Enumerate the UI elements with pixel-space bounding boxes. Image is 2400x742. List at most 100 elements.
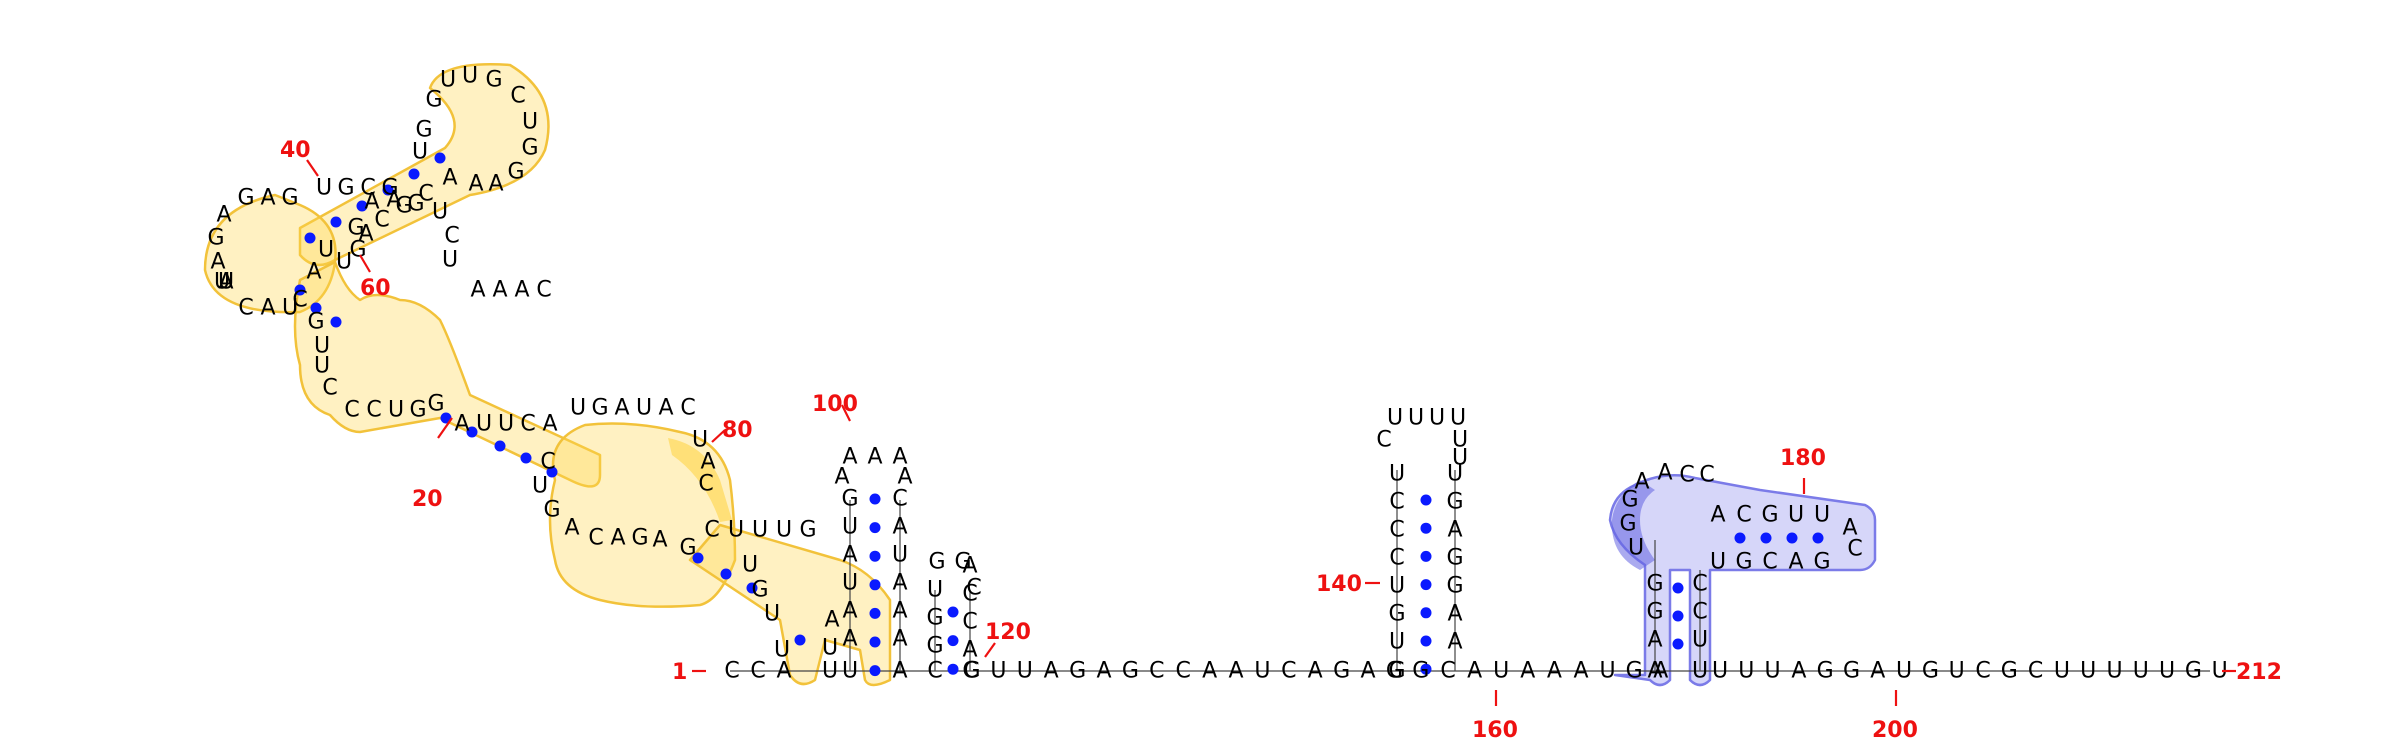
nucleotide: G bbox=[1646, 600, 1663, 625]
nucleotide: U bbox=[1765, 659, 1781, 684]
nucleotide: A bbox=[1520, 659, 1535, 684]
nucleotide: G bbox=[1619, 512, 1636, 537]
nucleotide: A bbox=[386, 188, 401, 213]
nucleotide: A bbox=[892, 571, 907, 596]
base-pair-dot bbox=[494, 440, 506, 452]
nucleotide: C bbox=[344, 398, 359, 423]
nucleotide: U bbox=[1814, 503, 1830, 528]
nucleotide: U bbox=[214, 270, 230, 295]
nucleotide: C bbox=[292, 288, 307, 313]
nucleotide: G bbox=[543, 498, 560, 523]
nucleotide: U bbox=[432, 200, 448, 225]
pos-label-180: 180 bbox=[1780, 446, 1826, 471]
nucleotide: G bbox=[307, 310, 324, 335]
nucleotide: U bbox=[742, 553, 758, 578]
nucleotide: G bbox=[1922, 659, 1939, 684]
nucleotide: A bbox=[652, 528, 667, 553]
base-pair-dot bbox=[1420, 663, 1432, 675]
nucleotide: U bbox=[1389, 574, 1405, 599]
nucleotide: A bbox=[1096, 659, 1111, 684]
nucleotide: G bbox=[591, 396, 608, 421]
nucleotide: A bbox=[468, 172, 483, 197]
base-pair-dot bbox=[869, 522, 881, 534]
nucleotide: G bbox=[926, 634, 943, 659]
base-pair-dot bbox=[1420, 494, 1432, 506]
position-numbers: 1 20 40 60 80 100 120 140 160 180 200 21… bbox=[280, 138, 2282, 742]
nucleotide: G bbox=[337, 176, 354, 201]
nucleotide: A bbox=[1447, 602, 1462, 627]
nucleotide: U bbox=[1254, 659, 1270, 684]
nucleotide: G bbox=[349, 238, 366, 263]
nucleotide: G bbox=[1843, 659, 1860, 684]
base-pair-dot bbox=[330, 216, 342, 228]
base-pair-dot bbox=[520, 452, 532, 464]
nucleotide: U bbox=[1389, 462, 1405, 487]
pos-label-80: 80 bbox=[722, 418, 753, 443]
nucleotide: C bbox=[1176, 659, 1191, 684]
nucleotide: A bbox=[542, 412, 557, 437]
nucleotide: A bbox=[1573, 659, 1588, 684]
nucleotide: G bbox=[841, 487, 858, 512]
nucleotide: C bbox=[962, 659, 977, 684]
nucleotide: U bbox=[1493, 659, 1509, 684]
nucleotide: U bbox=[1692, 659, 1708, 684]
nucleotide: A bbox=[1228, 659, 1243, 684]
nucleotide: U bbox=[314, 334, 330, 359]
nucleotide: A bbox=[610, 526, 625, 551]
nucleotide: U bbox=[692, 428, 708, 453]
nucleotide: G bbox=[2185, 659, 2202, 684]
nucleotide: A bbox=[1657, 461, 1672, 486]
nucleotide: G bbox=[1386, 659, 1403, 684]
base-pair-dot bbox=[1672, 610, 1684, 622]
nucleotide: G bbox=[963, 659, 980, 684]
nucleotide: G bbox=[679, 536, 696, 561]
base-pair-dot bbox=[294, 284, 306, 296]
nucleotide: U bbox=[1600, 659, 1616, 684]
nucleotide: G bbox=[1446, 574, 1463, 599]
nucleotide: U bbox=[2133, 659, 2149, 684]
nucleotide: C bbox=[1149, 659, 1164, 684]
pos-label-200: 200 bbox=[1872, 718, 1918, 742]
nucleotide: C bbox=[680, 396, 695, 421]
nucleotide: U bbox=[1896, 659, 1912, 684]
nucleotide: A bbox=[470, 278, 485, 303]
base-pair-dot bbox=[746, 582, 758, 594]
nucleotide: A bbox=[1044, 659, 1059, 684]
nucleotide: U bbox=[842, 515, 858, 540]
nucleotide: U bbox=[764, 602, 780, 627]
nucleotide: U bbox=[822, 636, 838, 661]
nucleotide: C bbox=[892, 487, 907, 512]
nucleotide: G bbox=[425, 88, 442, 113]
backbone bbox=[730, 470, 2210, 672]
nucleotide: C bbox=[1736, 503, 1751, 528]
nucleotide: U bbox=[1389, 630, 1405, 655]
base-pair-dot bbox=[720, 568, 732, 580]
nucleotide: U bbox=[842, 571, 858, 596]
nucleotide: U bbox=[282, 296, 298, 321]
pos-label-40: 40 bbox=[280, 138, 311, 163]
base-pair-dot bbox=[1420, 635, 1432, 647]
nucleotide: G bbox=[1761, 503, 1778, 528]
nucleotide: C bbox=[444, 224, 459, 249]
base-pair-dot bbox=[1672, 582, 1684, 594]
base-pair-dot bbox=[466, 426, 478, 438]
nucleotide: A bbox=[454, 412, 469, 437]
nucleotide: A bbox=[1202, 659, 1217, 684]
nucleotide: A bbox=[358, 222, 373, 247]
nucleotide: U bbox=[462, 64, 478, 89]
nucleotide: C bbox=[704, 518, 719, 543]
nucleotide: U bbox=[1387, 406, 1403, 431]
pos-label-140: 140 bbox=[1316, 572, 1362, 597]
position-ticks bbox=[306, 159, 2236, 706]
base-pair-dot bbox=[546, 466, 558, 478]
base-pair-dot bbox=[356, 200, 368, 212]
nucleotide: A bbox=[614, 396, 629, 421]
nucleotide: C bbox=[750, 659, 765, 684]
nucleotide: A bbox=[210, 250, 225, 275]
nucleotide: A bbox=[1791, 659, 1806, 684]
base-pair-dot bbox=[947, 635, 959, 647]
base-pair-dot bbox=[794, 634, 806, 646]
nucleotide: A bbox=[700, 450, 715, 475]
nucleotide: C bbox=[724, 659, 739, 684]
nucleotide: A bbox=[1447, 518, 1462, 543]
